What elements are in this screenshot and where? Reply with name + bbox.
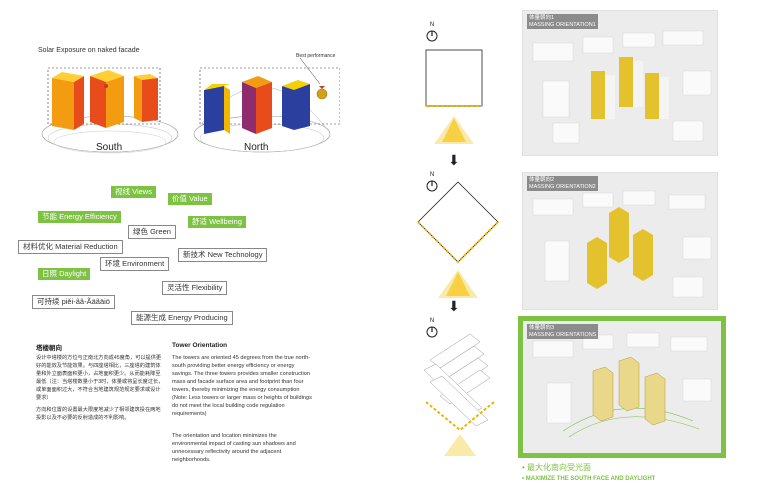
tag-wellbeing: 舒适 Wellbeing xyxy=(188,216,246,228)
heading-cn: 塔楼朝向 xyxy=(36,345,62,352)
down-arrow-icon: ⬇ xyxy=(448,298,460,314)
massing-render-2 xyxy=(523,173,717,309)
tag-energy-efficiency: 节能 Energy Efficiency xyxy=(38,211,121,223)
tag-flexibility: 灵活性 Flexibility xyxy=(162,281,228,295)
orientation-diamond-diagram xyxy=(417,181,499,298)
paragraph-en-2: The orientation and location minimizes t… xyxy=(172,433,296,463)
north-compass-icon: N xyxy=(422,172,442,198)
tag-value: 价值 Value xyxy=(168,193,212,205)
massing-tower-1-3 xyxy=(645,73,669,119)
massing-render-1 xyxy=(523,11,717,155)
north-tower-3 xyxy=(282,80,310,130)
tag-daylight: 日照 Daylight xyxy=(38,268,91,280)
paragraph-cn-2: 方向和位置的设置最大限度地减少了相邻建筑投在两地投影以及不必要的反射造成的不利影… xyxy=(36,407,161,421)
massing-tower-3-2 xyxy=(618,356,640,412)
massing-tower-2-1 xyxy=(587,237,607,289)
massing-tower-1-1 xyxy=(591,71,615,119)
tag-new-technology: 新技术 New Technology xyxy=(178,248,268,262)
north-tower-2 xyxy=(242,76,272,134)
massing-tower-1-2 xyxy=(619,57,643,107)
tag-material-reduction: 材料优化 Material Reduction xyxy=(18,240,123,254)
south-label: South xyxy=(96,142,123,153)
massing-tower-2-3 xyxy=(633,229,653,281)
south-tower-1 xyxy=(52,72,84,130)
solar-exposure-title: Solar Exposure on naked facade xyxy=(38,47,140,54)
paragraph-en-1: The towers are oriented 45 degrees from … xyxy=(172,355,312,417)
caption-cn: • 最大化南向受光面 xyxy=(522,463,592,472)
north-compass-icon: N xyxy=(422,22,442,48)
massing-tower-3-1 xyxy=(592,366,614,422)
heading-en: Tower Orientation xyxy=(172,342,228,349)
north-tower-1 xyxy=(204,84,230,134)
solar-exposure-diagram xyxy=(41,57,340,154)
orientation-crossed-towers-diagram xyxy=(423,333,495,456)
tag-green: 绿色 Green xyxy=(128,225,176,239)
south-tower-3 xyxy=(134,74,158,122)
tag-sustainable: 可持续 piěi-ãâ-Ãäãäiö xyxy=(32,295,115,309)
best-performance-label: Best performance xyxy=(296,53,336,59)
best-performance-medal-icon xyxy=(299,57,328,100)
tag-views: 视线 Views xyxy=(111,186,156,198)
paragraph-cn-1: 设计中塔楼的方位与正南北方向成45度角，可以提供更好的能效及节能效果。与四座塔相… xyxy=(36,355,164,401)
massing-tower-3-3 xyxy=(644,372,666,426)
orientation-square-diagram xyxy=(425,49,483,144)
tag-energy-producing: 能源生成 Energy Producing xyxy=(131,311,233,325)
massing-render-3 xyxy=(523,321,721,453)
south-tower-2 xyxy=(90,70,124,128)
down-arrow-icon: ⬇ xyxy=(448,152,460,168)
north-compass-icon: N xyxy=(422,318,442,344)
north-label: North xyxy=(244,142,269,153)
caption-en: • MAXIMIZE THE SOUTH FACE AND DAYLIGHT xyxy=(522,476,656,482)
massing-tower-2-2 xyxy=(609,207,629,263)
tag-environment: 环境 Environment xyxy=(100,257,170,271)
